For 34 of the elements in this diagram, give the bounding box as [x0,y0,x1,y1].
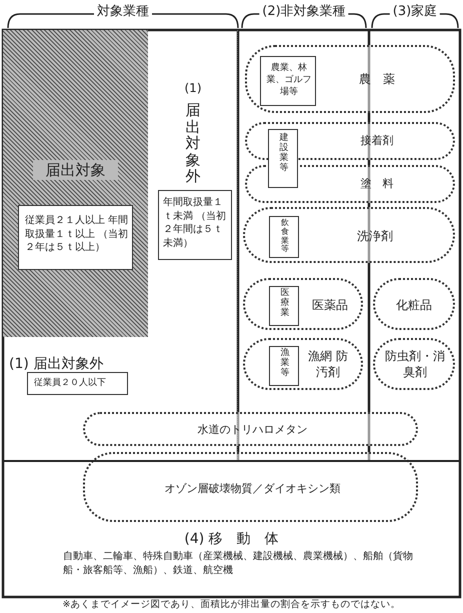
label-text: 洗浄剤 [356,228,394,244]
caption: ※あくまでイメージ図であり、面積比が排出量の割合を示すものではない。 [62,599,402,612]
label-text: 化粧品 [395,297,433,314]
label-text: 農業、林業、ゴルフ場等 [266,62,312,98]
industry-box [269,346,299,386]
label-text: 水道のトリハロメタン [196,423,308,438]
label-text: 塗 料 [360,177,394,192]
threshold-box [158,190,232,260]
label-text: 医薬品 [311,297,349,314]
label-text: オゾン層破壊物質／ダイオキシン類 [164,482,342,497]
industry-box [260,56,316,106]
label-text: (1) 届出対象外 [9,355,104,374]
criteria-box [18,205,133,270]
label-text: 飲食業等 [280,219,290,254]
industry-box [269,216,299,258]
label-text: 農 薬 [358,71,396,88]
label-text: 医療業 [280,289,290,319]
label-text: 漁網 防汚剤 [307,348,349,380]
label-text: 自動車、二輪車、特殊自動車（産業機械、建設機械、農業機械）、船舶（貨物船・旅客船等、漁船）、鉄道、航空機 [63,550,414,577]
label-text: 漁業等 [280,349,290,379]
label-text: 防虫剤・消臭剤 [384,348,446,380]
label-text: 届出対象 [33,160,118,180]
criteria-box [27,372,128,395]
label-text: 建設業等 [278,134,290,174]
hatched-region [3,30,148,337]
heading-text: (4) 移 動 体 [183,530,280,549]
label-text: 接着剤 [360,134,394,149]
label-text: 届出対象外 [184,102,202,184]
label-text: 従業員２０人以下 [34,377,107,390]
heading-text: (1) [184,80,202,96]
label-text: 年間取扱量１ｔ未満 （当初２年間は５ｔ未満） [163,196,228,250]
label-text: 従業員２１人以上 年間取扱量１ｔ以上 （当初２年は５ｔ以上） [25,214,130,254]
industry-box [268,129,298,188]
industry-box [269,286,299,326]
